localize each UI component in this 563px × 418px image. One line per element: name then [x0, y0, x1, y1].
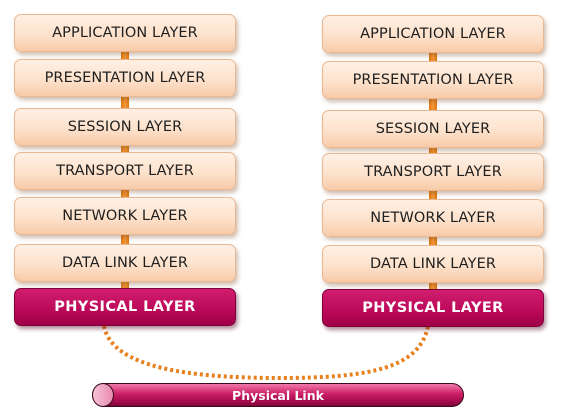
right-presentation-layer: PRESENTATION LAYER — [322, 61, 544, 99]
left-session-layer: SESSION LAYER — [14, 108, 236, 146]
right-application-layer: APPLICATION LAYER — [322, 15, 544, 53]
left-application-layer: APPLICATION LAYER — [14, 14, 236, 52]
left-network-layer: NETWORK LAYER — [14, 197, 236, 235]
right-transport-layer: TRANSPORT LAYER — [322, 153, 544, 191]
right-physical-layer: PHYSICAL LAYER — [322, 289, 544, 327]
left-osi-stack: APPLICATION LAYER PRESENTATION LAYER SES… — [14, 0, 236, 330]
right-network-layer: NETWORK LAYER — [322, 199, 544, 237]
physical-link-cable: Physical Link — [92, 383, 464, 407]
left-physical-layer: PHYSICAL LAYER — [14, 288, 236, 326]
right-session-layer: SESSION LAYER — [322, 110, 544, 148]
cable-end-cap — [92, 383, 114, 407]
right-osi-stack: APPLICATION LAYER PRESENTATION LAYER SES… — [322, 0, 544, 330]
right-data-link-layer: DATA LINK LAYER — [322, 245, 544, 283]
left-presentation-layer: PRESENTATION LAYER — [14, 59, 236, 97]
left-transport-layer: TRANSPORT LAYER — [14, 152, 236, 190]
physical-link-label: Physical Link — [232, 387, 324, 403]
left-data-link-layer: DATA LINK LAYER — [14, 244, 236, 282]
